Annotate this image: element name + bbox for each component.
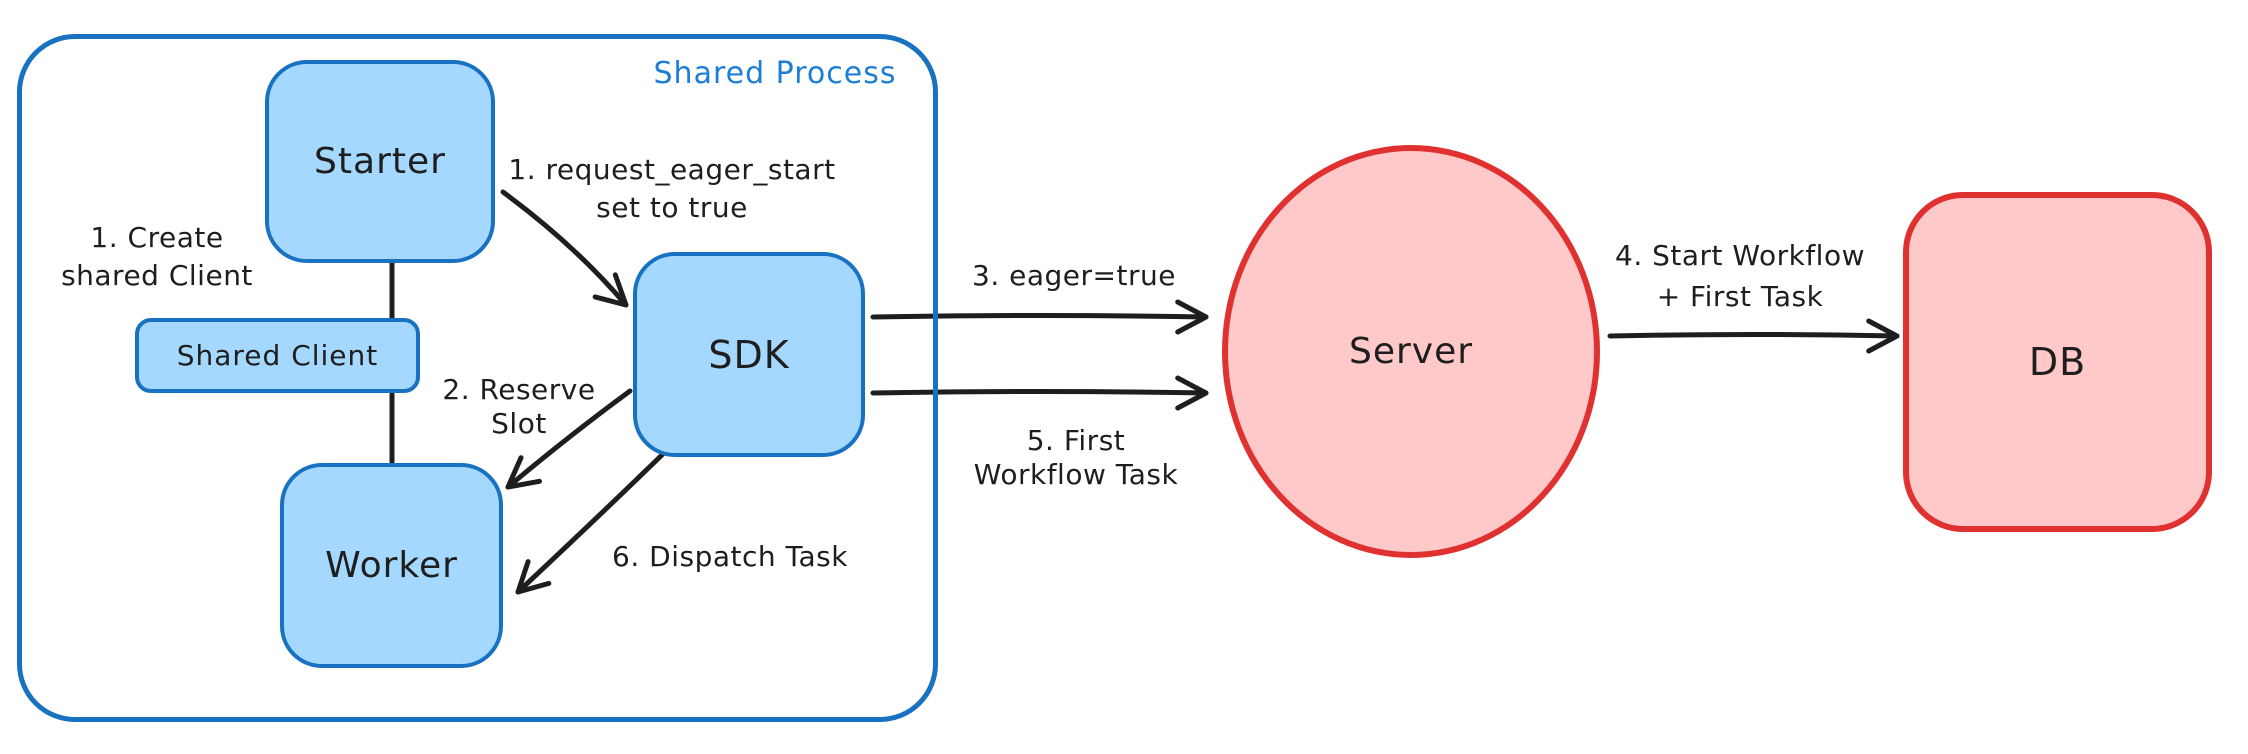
shared-process-box: [17, 34, 938, 722]
annotation-start-workflow-first-task: 4. Start Workflow + First Task: [1590, 235, 1890, 317]
node-starter: Starter: [265, 60, 495, 263]
node-sdk: SDK: [633, 252, 865, 457]
arrow-start-workflow: [1607, 318, 1900, 354]
node-server: Server: [1222, 145, 1600, 558]
node-db-label: DB: [2028, 340, 2087, 384]
node-starter-label: Starter: [314, 141, 446, 182]
node-shared-client-label: Shared Client: [176, 339, 379, 372]
shared-process-label: Shared Process: [653, 56, 897, 91]
annotation-create-shared-client: 1. Create shared Client: [17, 219, 297, 295]
annotation-line: 2. Reserve: [442, 373, 596, 406]
annotation-line: 4. Start Workflow: [1615, 239, 1865, 272]
annotation-first-workflow-task: 5. First Workflow Task: [926, 424, 1226, 492]
annotation-line: 6. Dispatch Task: [612, 540, 848, 573]
annotation-line: Workflow Task: [973, 458, 1179, 491]
annotation-line: + First Task: [1656, 280, 1824, 313]
annotation-line: 1. Create: [90, 221, 224, 254]
node-db: DB: [1903, 192, 2212, 532]
annotation-line: shared Client: [61, 259, 253, 292]
annotation-line: 1. request_eager_start: [508, 153, 836, 186]
annotation-dispatch-task: 6. Dispatch Task: [600, 538, 860, 576]
annotation-line: Slot: [491, 407, 547, 440]
annotation-eager-true: 3. eager=true: [924, 257, 1224, 295]
node-server-label: Server: [1348, 331, 1474, 372]
annotation-reserve-slot: 2. Reserve Slot: [409, 373, 629, 441]
annotation-line: set to true: [596, 191, 748, 224]
node-shared-client: Shared Client: [135, 318, 420, 393]
node-worker: Worker: [280, 463, 503, 668]
node-sdk-label: SDK: [708, 332, 790, 377]
node-worker-label: Worker: [325, 545, 458, 586]
annotation-request-eager-start: 1. request_eager_start set to true: [462, 151, 882, 227]
annotation-line: 5. First: [1026, 424, 1126, 457]
annotation-line: 3. eager=true: [972, 259, 1176, 292]
